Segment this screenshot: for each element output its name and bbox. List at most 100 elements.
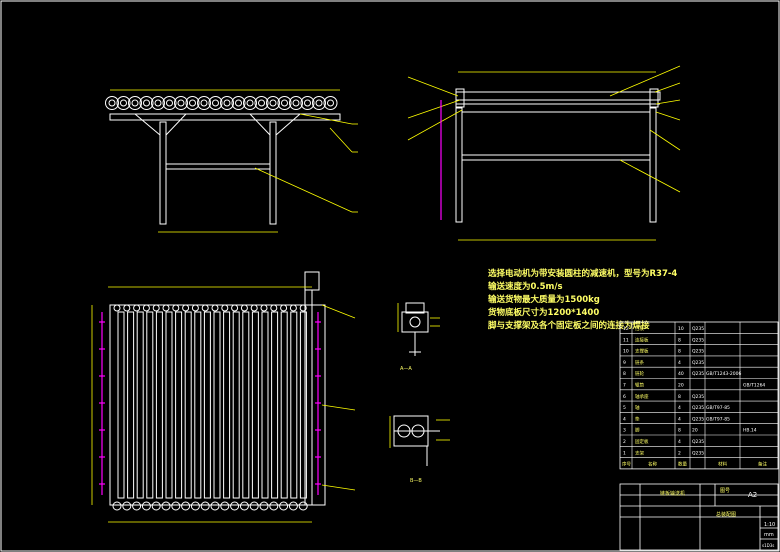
plan-slat <box>146 311 154 499</box>
plan-roller <box>230 501 240 511</box>
bom-cell-qty: 8 <box>678 337 681 343</box>
bom-cell-standard: GB/T1243-2006 <box>706 371 742 377</box>
plan-roller <box>298 501 308 511</box>
bom-cell-material: Q235 <box>692 337 704 343</box>
note-line-5: 脚与支撑架及各个固定板之间的连接为焊接 <box>488 320 650 331</box>
plan-roller-top <box>191 304 199 312</box>
plan-slat <box>117 311 125 499</box>
bom-cell-note: HB.14 <box>743 428 757 434</box>
front-roller <box>231 96 246 110</box>
bom-cell-no: 2 <box>623 439 626 445</box>
plan-roller-top <box>260 304 268 312</box>
note-line-1: 选择电动机为带安装圆柱的减速机，型号为R37-4 <box>488 268 677 279</box>
bom-cell-no: 10 <box>623 349 629 355</box>
bom-cell-name: 辊筒 <box>635 382 644 389</box>
plan-slat <box>175 311 183 499</box>
detail-b-dims <box>389 416 450 448</box>
title-sheet-label: 图号 <box>720 488 730 494</box>
plan-slat <box>213 311 221 499</box>
plan-roller-top <box>250 304 258 312</box>
bom-header-name: 名称 <box>648 461 657 468</box>
plan-roller <box>279 501 289 511</box>
plan-roller <box>259 501 269 511</box>
plan-roller-top <box>123 304 131 312</box>
title-drawing-name: 总装配图 <box>716 511 736 518</box>
bom-cell-material: Q235 <box>692 349 704 355</box>
plan-roller-top <box>172 304 180 312</box>
bom-cell-qty: 20 <box>678 383 684 389</box>
plan-roller <box>112 501 122 511</box>
front-roller <box>162 96 177 110</box>
plan-slat <box>136 311 144 499</box>
plan-roller-top <box>201 304 209 312</box>
side-view <box>455 88 661 223</box>
title-design: 链板输送机 <box>660 490 685 497</box>
plan-roller <box>210 501 220 511</box>
front-roller <box>323 96 338 110</box>
technical-notes: 选择电动机为带安装圆柱的减速机，型号为R37-4 输送速度为0.5m/s 输送货… <box>487 268 677 331</box>
title-scale: 1:10 <box>764 522 775 528</box>
bom-header-no: 序号 <box>622 461 631 468</box>
bom-cell-name: 挡板 <box>635 325 644 332</box>
plan-roller-top <box>211 304 219 312</box>
note-line-4: 货物底板尺寸为1200*1400 <box>487 307 599 318</box>
bom-cell-standard: GB/T97-85 <box>706 416 730 422</box>
bom-cell-qty: 4 <box>678 439 681 445</box>
bom-cell-no: 12 <box>623 326 629 332</box>
bom-cell-no: 1 <box>623 450 626 456</box>
plan-roller <box>171 501 181 511</box>
detail-a-label: A—A <box>400 366 412 372</box>
plan-slat <box>280 311 288 499</box>
plan-roller <box>220 501 230 511</box>
plan-roller <box>122 501 132 511</box>
bom-cell-no: 3 <box>623 428 626 434</box>
bom-cell-note: GB/T1264 <box>743 383 765 389</box>
note-line-2: 输送速度为0.5m/s <box>488 281 563 292</box>
front-roller <box>277 96 292 110</box>
plan-roller <box>132 501 142 511</box>
bom-header-qty: 数量 <box>678 461 687 468</box>
plan-right-ticks <box>315 321 321 485</box>
plan-roller-top <box>240 304 248 312</box>
plan-slat <box>290 311 298 499</box>
bom-cell-material: Q235 <box>692 360 704 366</box>
plan-slat <box>242 311 250 499</box>
plan-roller <box>141 501 151 511</box>
plan-slat <box>232 311 240 499</box>
front-roller <box>185 96 200 110</box>
bom-header-material: 材料 <box>718 461 727 468</box>
plan-view-dims <box>91 286 356 523</box>
bom-cell-qty: 8 <box>678 349 681 355</box>
plan-roller-top <box>299 304 307 312</box>
bom-cell-name: 固定板 <box>635 438 649 445</box>
plan-roller <box>269 501 279 511</box>
front-roller <box>174 96 188 110</box>
plan-roller-top <box>113 304 121 312</box>
detail-b <box>393 415 440 466</box>
detail-b-label: B—B <box>410 478 422 484</box>
bom-cell-name: 垫 <box>635 415 640 422</box>
plan-slat <box>251 311 259 499</box>
plan-roller <box>200 501 210 511</box>
plan-left-ticks <box>99 321 105 485</box>
plan-slat <box>261 311 269 499</box>
plan-roller <box>181 501 191 511</box>
plan-roller-top <box>221 304 229 312</box>
plan-roller-top <box>133 304 141 312</box>
plan-roller-top <box>231 304 239 312</box>
plan-roller <box>161 501 171 511</box>
bom-cell-no: 7 <box>623 383 626 389</box>
bom-cell-material: Q235 <box>692 326 704 332</box>
bom-cell-standard: GB/T97-85 <box>706 405 730 411</box>
bom-cell-qty: 2 <box>678 450 681 456</box>
front-roller <box>105 96 119 110</box>
bom-cell-qty: 8 <box>678 428 681 434</box>
bom-cell-name: 连接板 <box>635 336 649 343</box>
bom-cell-name: 支架 <box>635 449 644 456</box>
bom-cell-qty: 10 <box>678 326 684 332</box>
bom-cell-name: 支撑板 <box>635 348 649 355</box>
front-roller <box>197 96 211 110</box>
front-roller <box>151 96 165 110</box>
